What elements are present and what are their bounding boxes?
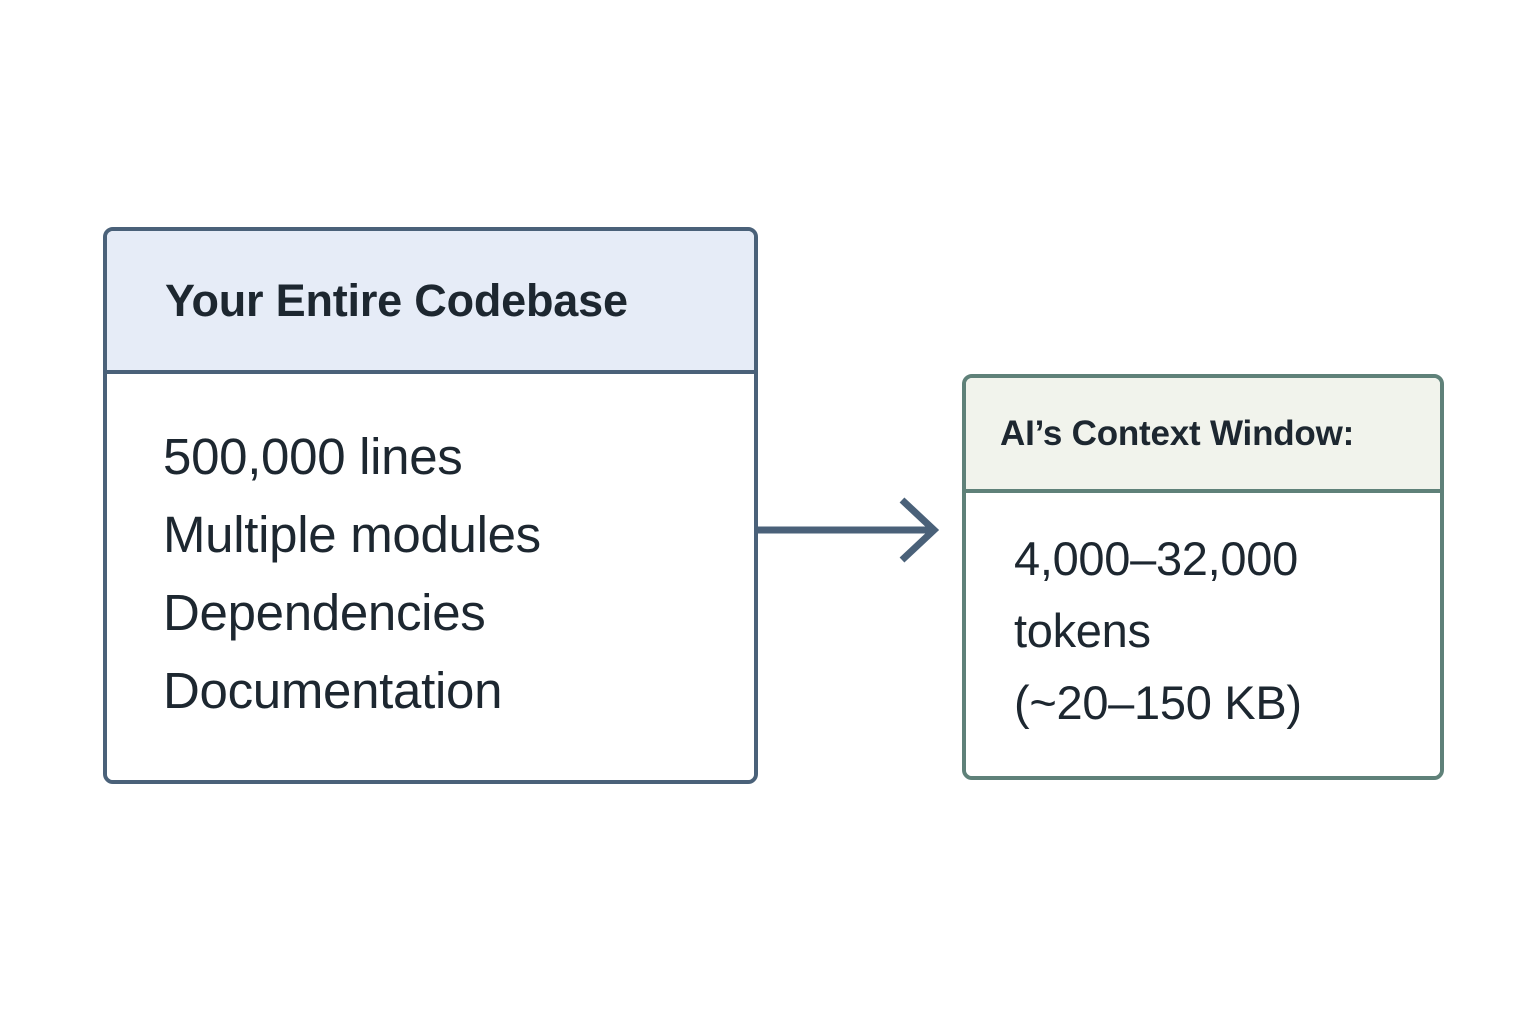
node-codebase-header: Your Entire Codebase: [107, 231, 754, 374]
node-context-line-3: (~20–150 KB): [1014, 676, 1302, 729]
connector-arrow-icon: [756, 497, 940, 563]
node-codebase-title: Your Entire Codebase: [165, 274, 628, 326]
node-codebase-line-1: 500,000 lines: [163, 428, 463, 485]
node-codebase-line-2: Multiple modules: [163, 506, 541, 563]
node-your-entire-codebase[interactable]: Your Entire Codebase 500,000 lines Multi…: [103, 227, 758, 784]
node-ai-context-window[interactable]: AI’s Context Window: 4,000–32,000 tokens…: [962, 374, 1444, 780]
node-codebase-line-4: Documentation: [163, 662, 503, 719]
node-context-header: AI’s Context Window:: [966, 378, 1440, 493]
node-context-line-2: tokens: [1014, 604, 1151, 657]
node-codebase-body: 500,000 lines Multiple modules Dependenc…: [107, 374, 754, 780]
node-codebase-line-3: Dependencies: [163, 584, 486, 641]
node-context-line-1: 4,000–32,000: [1014, 532, 1298, 585]
node-context-title: AI’s Context Window:: [1000, 413, 1355, 453]
node-context-body: 4,000–32,000 tokens (~20–150 KB): [966, 493, 1440, 776]
